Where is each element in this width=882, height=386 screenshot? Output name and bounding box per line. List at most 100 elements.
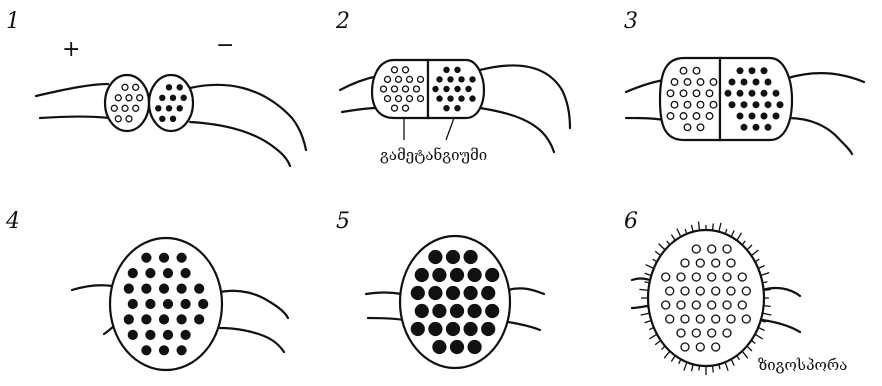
nucleus-dot (160, 284, 169, 293)
nucleus-dot (411, 323, 424, 336)
nucleus-dot (729, 79, 736, 86)
nucleus-dot (749, 90, 756, 97)
nucleus-dot (777, 101, 784, 108)
nucleus-dot (160, 315, 169, 324)
nucleus-dot (662, 301, 670, 309)
nucleus-dot (415, 269, 428, 282)
nucleus-dot (677, 301, 685, 309)
nucleus-dot (741, 79, 748, 86)
nucleus-dot (677, 273, 685, 281)
nucleus-dot (723, 273, 731, 281)
nucleus-dot (693, 113, 700, 120)
nucleus-dot (181, 300, 190, 309)
nucleus-dot (454, 105, 460, 111)
nucleus-dot (142, 253, 151, 262)
nucleus-dot (692, 301, 700, 309)
nucleus-dot (181, 330, 190, 339)
nucleus-dot (447, 323, 460, 336)
nucleus-dot (164, 269, 173, 278)
nucleus-dot (749, 113, 756, 120)
nucleus-dot (128, 300, 137, 309)
nucleus-dot (737, 67, 744, 74)
nucleus-dot (469, 76, 475, 82)
nucleus-dot (482, 323, 495, 336)
nucleus-dot (723, 245, 731, 253)
nucleus-dot (727, 287, 735, 295)
nucleus-dot (677, 329, 685, 337)
nucleus-dot (712, 287, 720, 295)
nucleus-dot (166, 105, 172, 111)
nucleus-dot (765, 79, 772, 86)
nucleus-dot (126, 116, 132, 122)
nucleus-dot (451, 269, 464, 282)
nucleus-dot (177, 284, 186, 293)
nucleus-dot (403, 67, 409, 73)
nucleus-dot (773, 90, 780, 97)
panel-4: 4 (5, 209, 288, 370)
nucleus-dot (727, 315, 735, 323)
nucleus-dot (742, 315, 750, 323)
nucleus-dot (385, 76, 391, 82)
nucleus-dot (142, 346, 151, 355)
nucleus-dot (737, 113, 744, 120)
nucleus-dot (725, 90, 732, 97)
zygospore-cell (648, 230, 764, 366)
nucleus-dot (666, 315, 674, 323)
nucleus-dot (681, 259, 689, 267)
nucleus-dot (737, 90, 744, 97)
nucleus-dot (692, 329, 700, 337)
nucleus-dot (662, 273, 670, 281)
panel-6-number: 6 (624, 209, 638, 234)
nucleus-dot (697, 124, 704, 131)
nucleus-dot (177, 253, 186, 262)
nucleus-dot (396, 96, 402, 102)
nucleus-dot (115, 116, 121, 122)
hypha-right (480, 65, 570, 152)
nucleus-dot (729, 101, 736, 108)
nucleus-dot (680, 67, 687, 74)
nucleus-dot (407, 76, 413, 82)
panel-2: 2 გამეტანგიუმი (335, 9, 570, 164)
gametangium-caption: გამეტანგიუმი (380, 146, 487, 164)
nucleus-dot (447, 76, 453, 82)
panel-5-number: 5 (336, 209, 350, 234)
minus-sign: − (216, 33, 234, 58)
nucleus-dot (160, 346, 169, 355)
hypha-right (762, 288, 800, 332)
nucleus-dot (773, 113, 780, 120)
nucleus-dot (407, 96, 413, 102)
nucleus-dot (418, 96, 424, 102)
nucleus-dot (465, 86, 471, 92)
nucleus-dot (443, 67, 449, 73)
nucleus-dot (142, 284, 151, 293)
nucleus-dot (454, 86, 460, 92)
panel-1-number: 1 (6, 9, 20, 34)
nucleus-dot (381, 86, 387, 92)
nucleus-dot (753, 101, 760, 108)
nucleus-dot (684, 79, 691, 86)
nucleus-dot (753, 124, 760, 131)
nucleus-dot (195, 315, 204, 324)
nucleus-dot (671, 101, 678, 108)
nucleus-dot (765, 124, 772, 131)
nucleus-dot (166, 84, 172, 90)
nucleus-dot (692, 245, 700, 253)
nucleus-dot (451, 305, 464, 318)
nucleus-dot (181, 95, 187, 101)
nucleus-dot (429, 287, 442, 300)
nucleus-dot (124, 315, 133, 324)
nucleus-dot (765, 101, 772, 108)
nucleus-dot (723, 329, 731, 337)
nucleus-dot (392, 86, 398, 92)
nucleus-dot (468, 305, 481, 318)
nucleus-dot (181, 269, 190, 278)
minus-gametangium (149, 75, 193, 131)
nucleus-dot (692, 273, 700, 281)
nucleus-dot (761, 90, 768, 97)
nucleus-dot (170, 95, 176, 101)
nucleus-dot (146, 300, 155, 309)
nucleus-dot (146, 269, 155, 278)
nucleus-dot (403, 105, 409, 111)
nucleus-dot (411, 287, 424, 300)
